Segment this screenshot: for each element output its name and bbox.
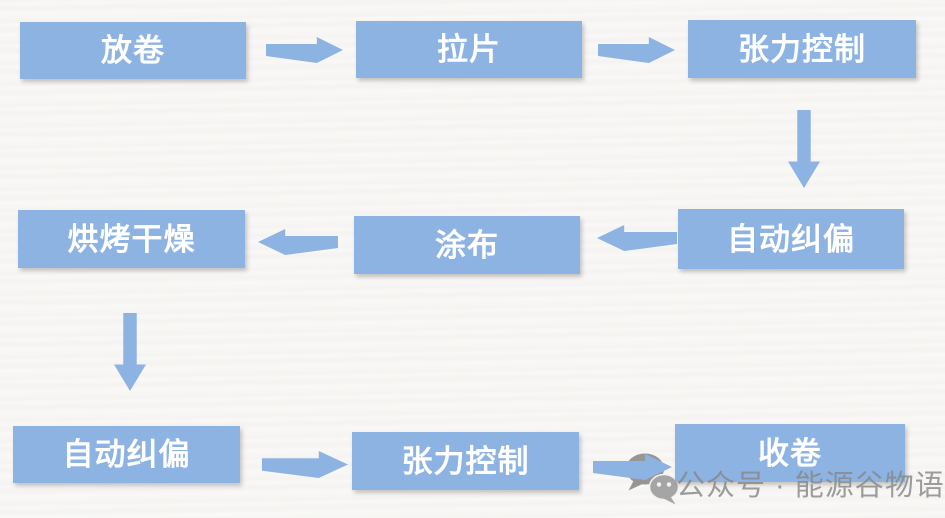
flow-box-label: 张力控制 <box>738 31 866 67</box>
watermark-text: 公众号 · 能源谷物语 <box>676 470 945 502</box>
flow-box-rewind: 收卷 <box>675 424 905 482</box>
flow-box-label: 涂布 <box>435 227 499 263</box>
flow-box-label: 自动纠偏 <box>727 221 855 257</box>
flow-box-coating: 涂布 <box>354 216 580 274</box>
arrow-right-icon <box>266 37 343 63</box>
arrow-left-icon <box>597 225 677 251</box>
flow-box-label: 放卷 <box>101 33 165 68</box>
flow-box-bake-drying: 烘烤干燥 <box>18 210 245 268</box>
flow-box-label: 拉片 <box>437 32 501 67</box>
flow-box-label: 烘烤干燥 <box>67 221 196 257</box>
flow-box-label: 自动纠偏 <box>62 437 191 472</box>
flow-box-tension-control-1: 张力控制 <box>688 20 916 78</box>
arrow-down-icon <box>788 110 820 188</box>
flow-box-auto-correction-2: 自动纠偏 <box>13 426 240 483</box>
flow-box-pull-sheet: 拉片 <box>356 21 582 78</box>
arrow-right-icon <box>262 451 348 478</box>
arrow-left-icon <box>258 229 338 255</box>
arrow-down-icon <box>114 313 146 391</box>
flow-box-tension-control-2: 张力控制 <box>352 432 579 490</box>
flow-box-auto-correction-1: 自动纠偏 <box>678 209 904 269</box>
arrow-right-icon <box>598 37 675 63</box>
flow-box-label: 张力控制 <box>401 443 530 479</box>
flow-box-label: 收卷 <box>758 435 822 471</box>
flow-box-unwind: 放卷 <box>20 22 246 79</box>
